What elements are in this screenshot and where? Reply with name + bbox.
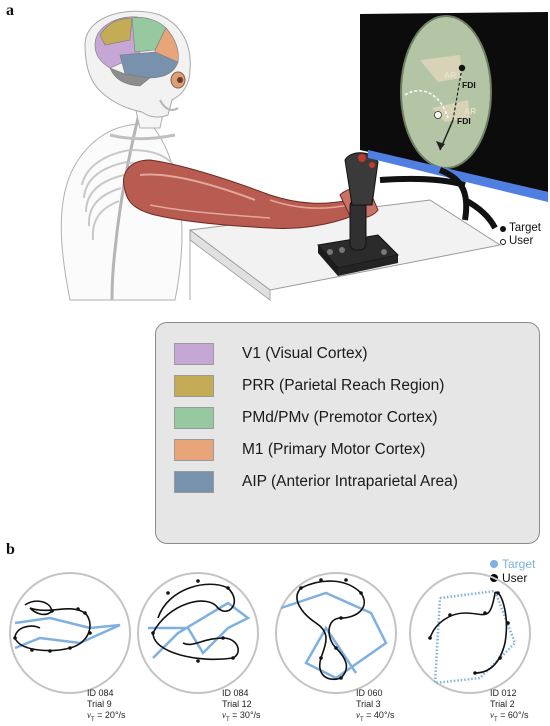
- trial-caption-3: ID 060 Trial 3 vT = 40°/s: [356, 688, 395, 726]
- legend-item-v1: V1 (Visual Cortex): [174, 343, 367, 365]
- trial-caption-4: ID 012 Trial 2 vT = 60°/s: [490, 688, 529, 726]
- screen-label-fdi-bottom: FDI: [457, 116, 471, 126]
- panel-b-letter: b: [6, 541, 15, 558]
- screen-label-fdi-top: FDI: [462, 80, 476, 90]
- trial-velocity: vT = 40°/s: [356, 710, 395, 723]
- trajectory-plot-1: [9, 572, 131, 694]
- legend-item-label: AIP (Anterior Intraparietal Area): [242, 473, 458, 490]
- joystick: [317, 152, 400, 276]
- trial-caption-2: ID 084 Trial 12 vT = 30°/s: [222, 688, 261, 726]
- trial-velocity: vT = 60°/s: [490, 710, 529, 723]
- screen-label-ar-top: AR: [444, 70, 456, 80]
- legend-item-label: M1 (Primary Motor Cortex): [242, 441, 426, 458]
- trajectory-plot-4: [409, 572, 531, 694]
- screen-label-ar-bottom: AR: [464, 106, 476, 116]
- legend-swatch: [174, 439, 214, 461]
- human-figure: [60, 10, 191, 301]
- trajectory-plot-2: [137, 572, 259, 694]
- legend-target-label: Target: [509, 222, 541, 234]
- trajectory-plots: [9, 572, 531, 694]
- legend-swatch: [174, 343, 214, 365]
- panel-a-letter: a: [6, 2, 14, 19]
- traj-legend-target-row: Target: [490, 557, 535, 571]
- legend-item-label: PMd/PMv (Premotor Cortex): [242, 409, 438, 426]
- legend-target-row: Target: [500, 222, 541, 235]
- target-dot-icon: [490, 560, 498, 568]
- trajectory-plot-3: [275, 572, 397, 694]
- target-user-legend: Target User: [500, 222, 541, 248]
- legend-user-row: User: [500, 235, 541, 248]
- traj-legend-target-label: Target: [502, 557, 536, 571]
- trial-velocity: vT = 30°/s: [222, 710, 261, 723]
- trial-id: ID 084: [222, 688, 249, 698]
- brain-region-legend: V1 (Visual Cortex) PRR (Parietal Reach R…: [155, 322, 540, 544]
- brain: [94, 16, 179, 87]
- legend-item-aip: AIP (Anterior Intraparietal Area): [174, 471, 458, 493]
- legend-user-label: User: [509, 235, 534, 247]
- legend-item-label: PRR (Parietal Reach Region): [242, 377, 445, 394]
- trial-number: Trial 2: [490, 699, 515, 709]
- trial-id: ID 012: [490, 688, 517, 698]
- target-dot-icon: [500, 225, 506, 232]
- trial-id: ID 060: [356, 688, 383, 698]
- legend-item-m1: M1 (Primary Motor Cortex): [174, 439, 425, 461]
- traj-legend-user-label: User: [502, 571, 528, 585]
- user-dot-icon: [500, 238, 506, 245]
- trial-number: Trial 9: [87, 699, 112, 709]
- legend-swatch: [174, 471, 214, 493]
- legend-item-prr: PRR (Parietal Reach Region): [174, 375, 444, 397]
- trial-caption-1: ID 084 Trial 9 vT = 20°/s: [87, 688, 126, 726]
- trial-velocity: vT = 20°/s: [87, 710, 126, 723]
- trial-number: Trial 12: [222, 699, 252, 709]
- legend-item-pmd: PMd/PMv (Premotor Cortex): [174, 407, 438, 429]
- monitor: [360, 12, 548, 230]
- panel-a-illustration: AR FDI AR FDI: [60, 10, 548, 301]
- legend-item-label: V1 (Visual Cortex): [242, 345, 368, 362]
- legend-swatch: [174, 375, 214, 397]
- trial-id: ID 084: [87, 688, 114, 698]
- legend-swatch: [174, 407, 214, 429]
- trial-number: Trial 3: [356, 699, 381, 709]
